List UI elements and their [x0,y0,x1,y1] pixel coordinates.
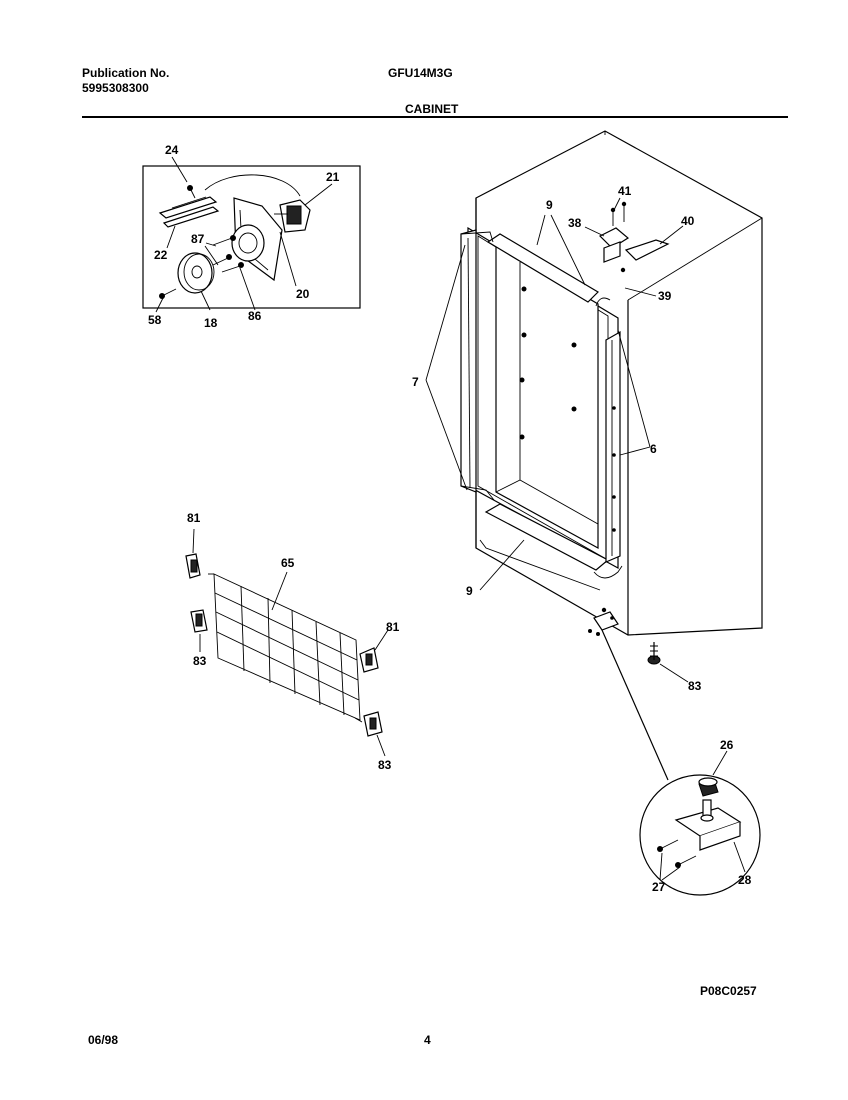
hinge-detail-circle [639,750,761,896]
callout-39: 39 [658,289,672,303]
shelf-bracket-upper-left [185,553,201,579]
callout-labels: 24 21 87 22 20 58 18 86 9 41 38 40 39 7 … [148,143,752,894]
callout-38: 38 [568,216,582,230]
callout-81-left: 81 [187,511,201,525]
publication-number: 5995308300 [82,81,149,95]
callout-18: 18 [204,316,218,330]
publication-label: Publication No. [82,66,170,80]
leveling-leg-part [647,642,661,665]
callout-81-right: 81 [386,620,400,634]
page-number: 4 [424,1033,431,1047]
callout-28: 28 [738,873,752,887]
top-hinge-part [598,201,670,273]
shelf-bracket-right-upper [359,647,379,673]
callout-9-top: 9 [546,198,553,212]
model-number: GFU14M3G [388,66,453,80]
callout-83-right: 83 [378,758,392,772]
callout-41: 41 [618,184,632,198]
footer-date: 06/98 [88,1033,119,1047]
bottom-hinge-part [588,607,619,636]
shelf-bracket-right-lower [363,711,383,737]
callout-20: 20 [296,287,310,301]
section-title: CABINET [405,102,459,116]
callout-9-bottom: 9 [466,584,473,598]
fan-blade-part [177,252,215,294]
fan-bracket-part [231,197,283,282]
callout-65: 65 [281,556,295,570]
callout-58: 58 [148,313,162,327]
heater-part [158,196,220,228]
cabinet-part [425,130,763,781]
callout-27: 27 [652,880,666,894]
callout-7: 7 [412,375,419,389]
callout-86: 86 [248,309,262,323]
callout-87: 87 [191,232,205,246]
liner-holes [519,286,577,440]
callout-22: 22 [154,248,168,262]
figure-code: P08C0257 [700,984,757,998]
header-rule [82,116,788,118]
callout-40: 40 [681,214,695,228]
callout-6: 6 [650,442,657,456]
callout-21: 21 [326,170,340,184]
callout-26: 26 [720,738,734,752]
shelf-grille-part [185,528,389,757]
callout-83-leg: 83 [688,679,702,693]
callout-24: 24 [165,143,179,157]
fan-motor-part [274,199,311,233]
inset-screws [159,185,244,299]
fan-motor-inset [142,156,361,313]
callout-83-left: 83 [193,654,207,668]
shelf-bracket-lower-left [190,609,208,633]
